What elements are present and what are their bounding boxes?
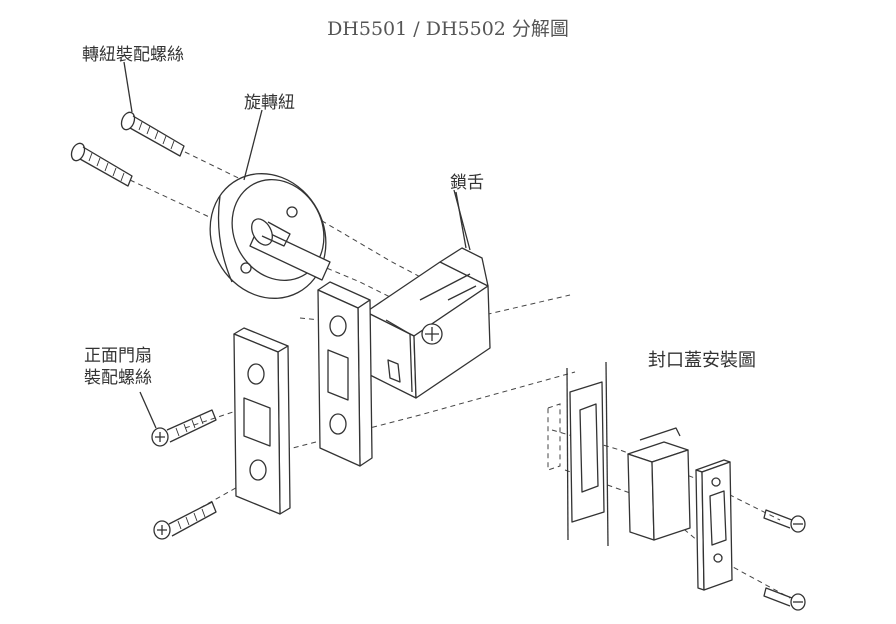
label-front-door-screws: 正面門扇 裝配螺絲 (84, 345, 152, 389)
label-turn-knob: 旋轉紐 (244, 93, 295, 113)
label-strike-install: 封口蓋安裝圖 (648, 350, 756, 371)
turn-knob-screw-lower (70, 142, 133, 187)
label-turn-knob-screws: 轉紐裝配螺絲 (82, 45, 184, 65)
strike-install-diagram (547, 361, 806, 611)
turn-knob (209, 173, 331, 299)
latch-faceplate (317, 281, 373, 467)
front-door-screw-lower (153, 501, 217, 540)
turn-knob-screw-upper (120, 111, 185, 157)
latch-bolt (365, 189, 491, 399)
label-front-door-screws-line2: 裝配螺絲 (84, 368, 152, 388)
front-door-screw-upper (151, 409, 217, 447)
label-front-door-screws-line1: 正面門扇 (84, 346, 152, 366)
front-plate (233, 327, 291, 515)
label-latch-bolt: 鎖舌 (450, 173, 484, 193)
leader-lines (123, 61, 467, 429)
diagram-title: DH5501 / DH5502 分解圖 (327, 18, 569, 40)
